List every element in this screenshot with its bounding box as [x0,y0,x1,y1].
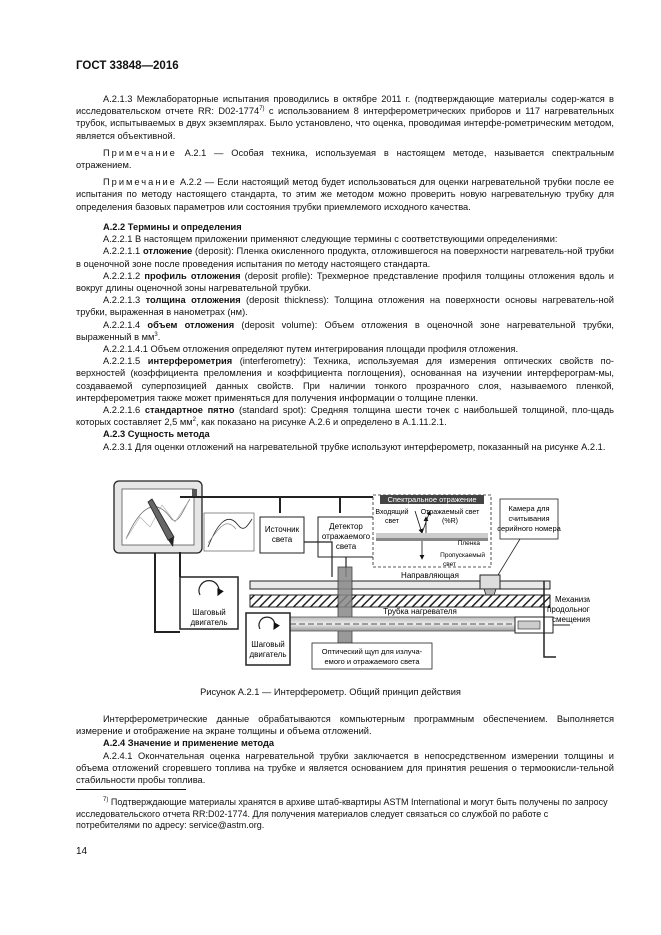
footnote-separator [76,789,186,790]
svg-text:Оптический щуп для излуча-: Оптический щуп для излуча- [322,647,423,656]
page-number: 14 [76,846,88,857]
light-source-box: Источник света [259,516,305,554]
svg-text:Спектральное отражение: Спектральное отражение [387,495,476,504]
svg-text:Пленка: Пленка [458,540,481,547]
text-block-1: А.2.1.3 Межлабораторные испытания провод… [76,93,614,213]
footnote-ref[interactable]: 7) [259,106,265,113]
svg-text:Направляющая: Направляющая [401,571,459,580]
spectral-reflection-inset: Спектральное отражение Входящий свет Отр… [372,494,492,568]
term-deposit: А.2.2.1.1 отложение (deposit): Пленка ок… [76,246,614,269]
svg-text:Пропускаемый: Пропускаемый [440,551,485,559]
svg-text:света: света [336,542,357,551]
text-block-2: А.2.2 Термины и определения А.2.2.1 В на… [76,221,614,453]
term-deposit-volume: А.2.2.1.4 объем отложения (deposit volum… [76,319,614,342]
stepper-motor-1: Шаговый двигатель [179,576,239,630]
svg-text:Отражаемый свет: Отражаемый свет [421,508,480,516]
optical-probe-label: Оптический щуп для излуча- емого и отраж… [311,642,433,670]
svg-text:считывания: считывания [508,514,549,523]
footnote: 7) Подтверждающие материалы хранятся в а… [76,797,608,830]
svg-text:продольного: продольного [547,605,590,614]
svg-text:свет: свет [443,561,456,568]
svg-text:Входящий: Входящий [375,508,408,516]
svg-text:емого и отражаемого света: емого и отражаемого света [325,657,421,666]
svg-text:свет: свет [385,518,400,525]
text-block-3: Интерферометрические данные обрабатывают… [76,713,614,786]
svg-text:Шаговый: Шаговый [251,640,284,649]
profile-graph-inset [203,512,255,552]
svg-text:Трубка нагревателя: Трубка нагревателя [383,607,457,616]
heater-tube: Трубка нагревателя [269,607,541,632]
term-deposit-thickness: А.2.2.1.3 толщина отложения (deposit thi… [76,295,614,318]
svg-text:смещения: смещения [552,615,590,624]
detector-box: Детектор отражаемого света [317,516,375,558]
svg-text:Источник: Источник [265,525,300,534]
note-a21: Примечание А.2.1 — Особая техника, испол… [76,147,614,171]
term-intro: А.2.2.1 В настоящем приложении применяют… [103,234,558,245]
svg-text:отражаемого: отражаемого [322,532,371,541]
guide-rail: Направляющая [249,571,551,590]
processing-paragraph: Интерферометрические данные обрабатывают… [76,714,614,737]
svg-text:(%R): (%R) [442,518,458,525]
svg-text:Камера для: Камера для [508,504,549,513]
note-a22: Примечание А.2.2 — Если настоящий метод … [76,177,614,212]
svg-text:света: света [272,535,293,544]
term-deposit-profile: А.2.2.1.2 профиль отложения (deposit pro… [76,270,614,294]
section-heading-use: А.2.4 Значение и применение метода [103,738,275,749]
term-standard-spot: А.2.2.1.6 стандартное пятно (standard sp… [76,405,614,428]
camera-label: Камера для считывания серийного номера [497,498,562,576]
svg-text:серийного номера: серийного номера [497,524,561,533]
document-header: ГОСТ 33848—2016 [76,60,179,72]
use-paragraph: А.2.4.1 Окончательная оценка нагреватель… [76,750,614,786]
interferometer-figure: Источник света Детектор отражаемого свет… [113,480,590,670]
essence-paragraph: А.2.3.1 Для оценки отложений на нагреват… [103,441,606,452]
paragraph-a213: А.2.1.3 Межлабораторные испытания провод… [76,94,614,141]
term-volume-note: А.2.2.1.4.1 Объем отложения определяют п… [103,344,519,355]
svg-text:Шаговый: Шаговый [192,608,225,617]
svg-text:двигатель: двигатель [191,618,228,627]
term-interferometry: А.2.2.1.5 интерферометрия (interferometr… [76,356,614,403]
svg-text:Механизм: Механизм [555,595,590,604]
svg-text:двигатель: двигатель [250,650,287,659]
stepper-motor-2: Шаговый двигатель [245,612,291,666]
section-heading-essence: А.2.3 Сущность метода [103,429,210,440]
svg-text:Детектор: Детектор [329,522,363,531]
stylus-pen-icon [147,498,175,547]
section-heading-terms: А.2.2 Термины и определения [103,222,242,232]
figure-caption: Рисунок А.2.1 — Интерферометр. Общий при… [200,687,461,697]
